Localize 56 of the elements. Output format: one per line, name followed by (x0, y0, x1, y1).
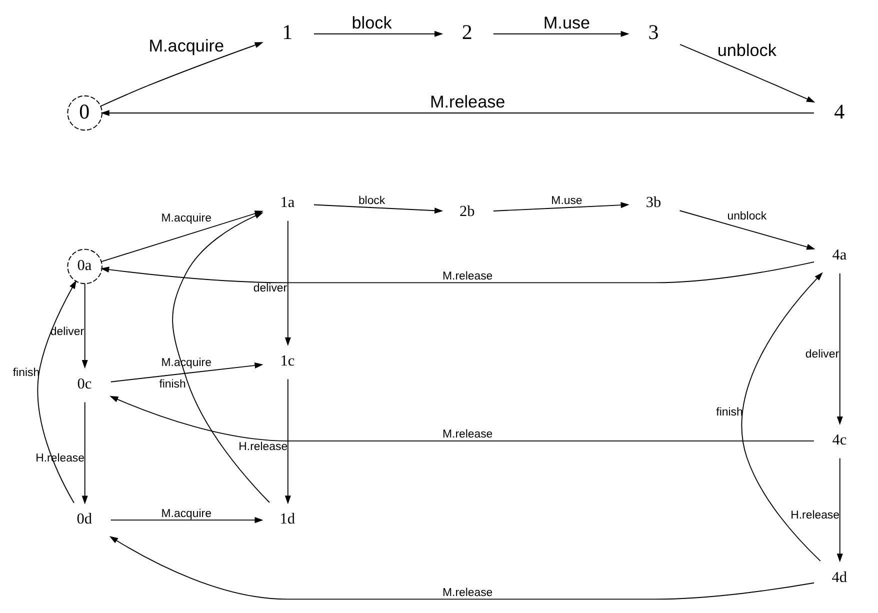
arrow (37, 280, 76, 503)
arrow (679, 210, 816, 250)
arrow (313, 204, 444, 214)
arrow (110, 395, 814, 441)
node-text: 4c (832, 431, 847, 448)
arrow (100, 110, 814, 116)
edge-label: M.release (430, 91, 506, 112)
node-text: 0c (77, 374, 92, 392)
edge-label: M.acquire (161, 212, 212, 224)
arrow (836, 272, 843, 425)
node-text: 1d (280, 510, 296, 528)
edge-label: M.release (442, 586, 493, 598)
arrow (100, 260, 815, 283)
edge-label: M.acquire (161, 507, 212, 520)
arrow (100, 42, 264, 106)
edge-label: M.release (442, 270, 493, 282)
node-text: 2 (462, 20, 472, 44)
node-text: 4d (832, 568, 848, 586)
arrow (284, 378, 291, 504)
edge-label: block (352, 12, 392, 32)
edge-label: deliver (805, 348, 840, 360)
node-text: 0d (76, 510, 92, 528)
arrow (82, 401, 88, 504)
edge-label: H.release (790, 509, 840, 522)
edge-label: H.release (238, 440, 288, 452)
arrow (492, 202, 630, 211)
node-text: 1a (280, 194, 295, 211)
arrow (109, 536, 814, 600)
arrow (836, 457, 843, 562)
node-text: 1 (282, 20, 293, 44)
edge-label: deliver (253, 282, 288, 294)
node-text: 1c (280, 352, 295, 369)
node-text: 2b (459, 202, 475, 220)
edge-label: unblock (727, 210, 767, 222)
arrow (110, 516, 264, 523)
edge-label: block (358, 194, 386, 207)
arrow (680, 43, 816, 102)
edge-label: finish (12, 366, 40, 379)
arrow (284, 220, 291, 346)
node-text: 4a (832, 246, 847, 264)
arrow (172, 212, 270, 502)
node-circle: 0a (67, 248, 102, 284)
edge-label: finish (159, 378, 186, 390)
node-circle: 0 (67, 94, 102, 130)
edge-label: M.release (442, 428, 493, 440)
edge-label: M.acquire (148, 34, 224, 55)
arrow (82, 282, 88, 368)
node-text: 3 (648, 20, 659, 44)
edge-label: M.use (543, 12, 590, 32)
edge-label: unblock (717, 40, 776, 60)
arrow (741, 272, 823, 561)
node-text: 3b (646, 194, 662, 211)
arrow (313, 30, 444, 36)
arrow (492, 30, 630, 36)
node-text: 4 (834, 98, 845, 123)
edge-label: M.use (551, 194, 582, 207)
